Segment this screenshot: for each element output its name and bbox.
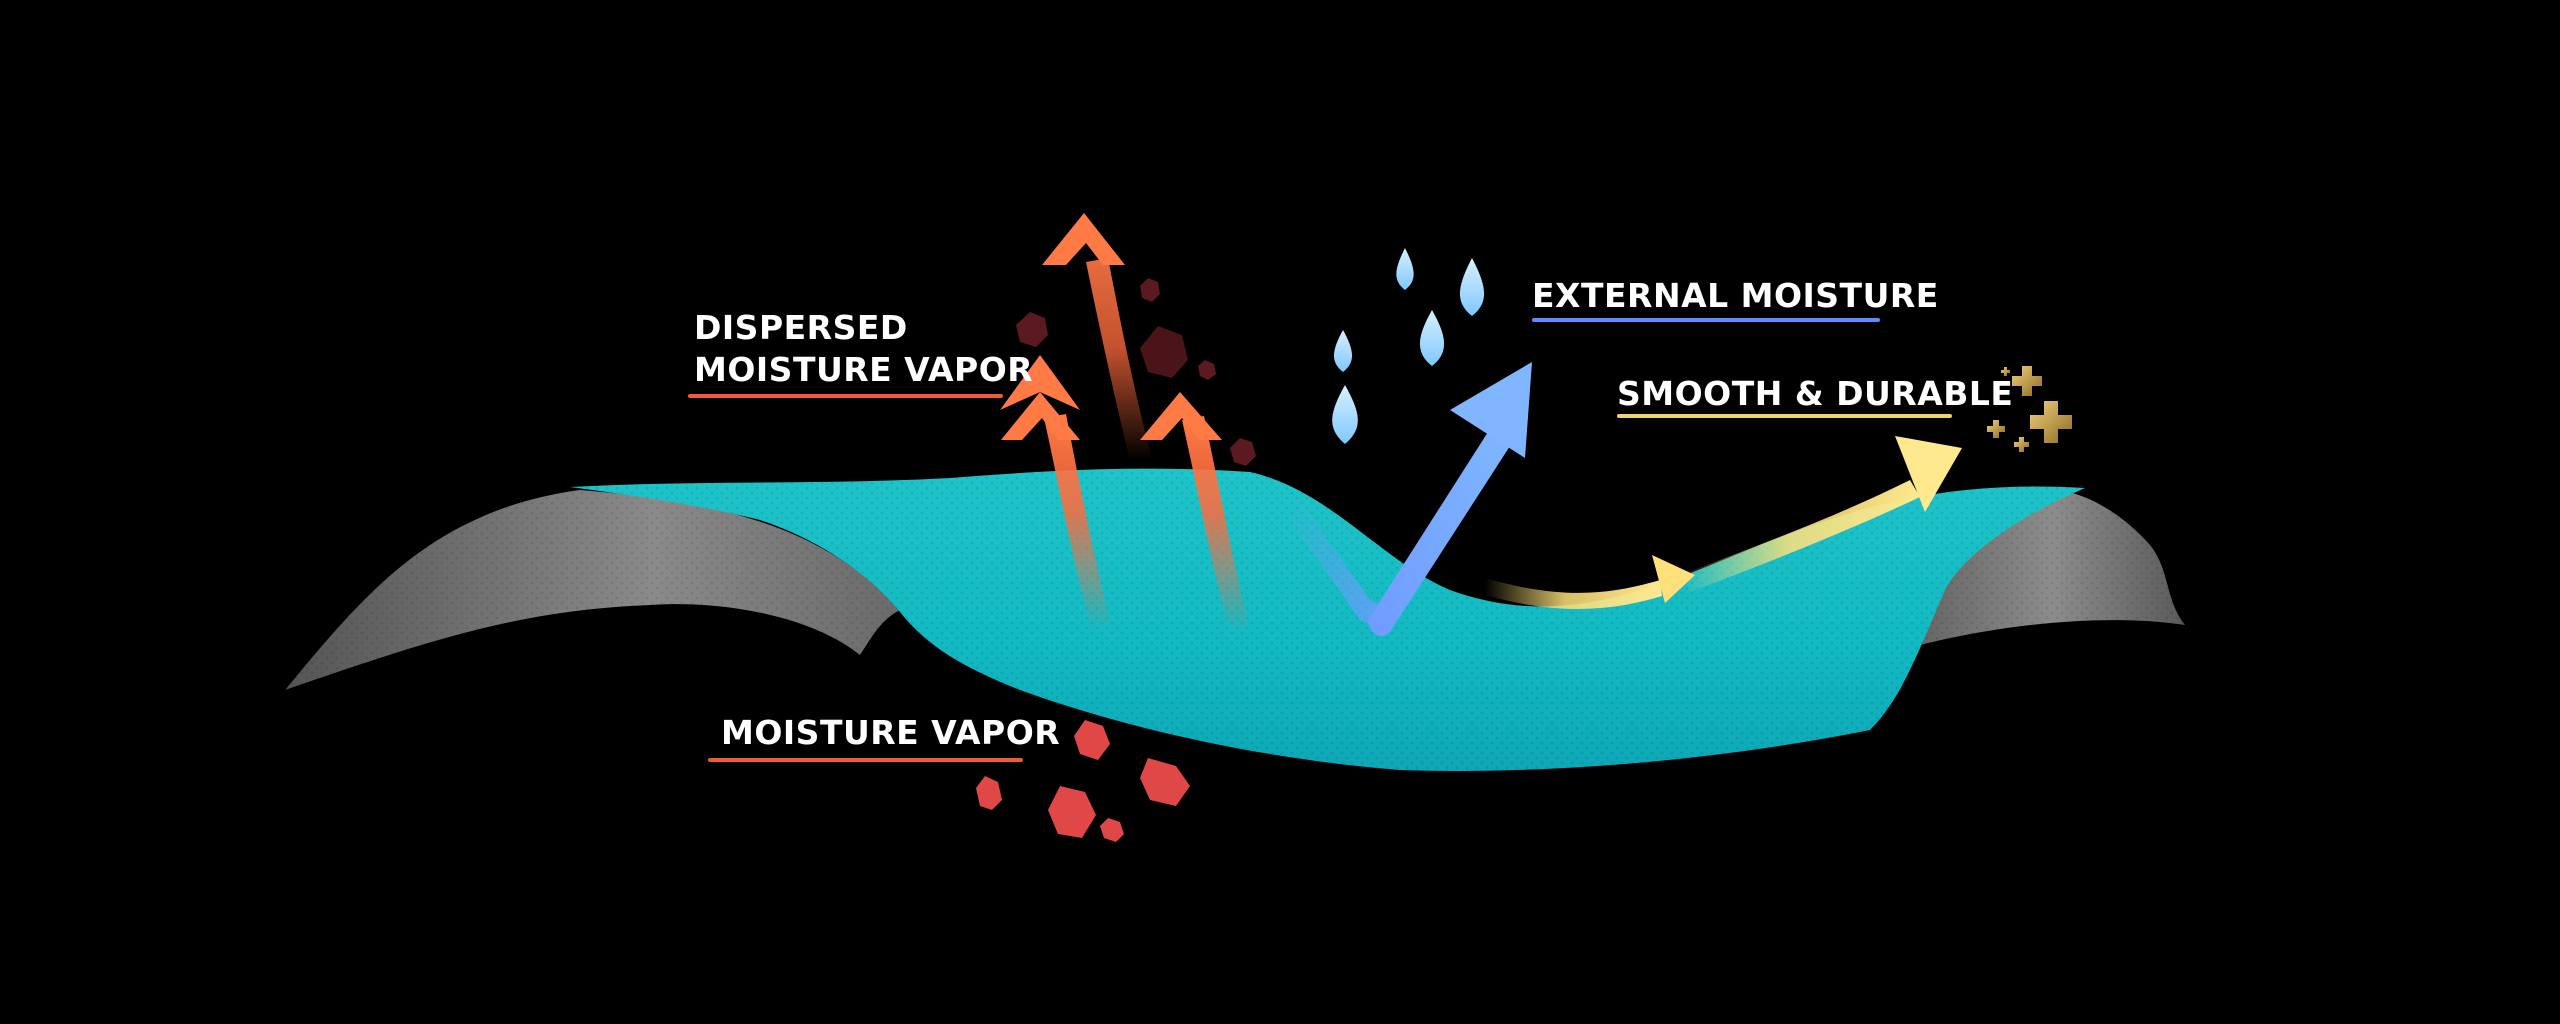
- label-moisture-vapor: MOISTURE VAPOR: [721, 713, 1061, 752]
- label-line-1: DISPERSED: [694, 308, 908, 347]
- underline-external-moisture: [1532, 318, 1880, 322]
- water-drop-icon: [1332, 385, 1358, 444]
- plus-sparkle-icon: [1987, 366, 2072, 452]
- arrow-up-right-icon: [1680, 436, 1962, 592]
- arrow-up-right-icon: [1368, 362, 1532, 636]
- label-smooth-durable: SMOOTH & DURABLE: [1617, 374, 2014, 413]
- underline-smooth-durable: [1617, 414, 1952, 418]
- water-drop-icon: [1459, 258, 1485, 316]
- water-drop-icon: [1419, 310, 1445, 366]
- moisture-vapor-particles: [976, 720, 1190, 842]
- arrow-up-icon: [1042, 213, 1152, 460]
- smooth-arrow-small: [1485, 555, 1695, 610]
- water-drop-icon: [1396, 248, 1414, 290]
- arrow-head-left: [1001, 392, 1080, 440]
- arrow-up-icon: [1140, 392, 1250, 632]
- label-line-2: MOISTURE VAPOR: [694, 350, 1034, 389]
- water-incoming-streak: [1290, 500, 1392, 628]
- water-drop-icon: [1333, 330, 1353, 372]
- arrow-up-icon: [1000, 355, 1112, 630]
- underline-moisture-vapor: [708, 758, 1023, 762]
- label-external-moisture: EXTERNAL MOISTURE: [1532, 276, 1939, 315]
- water-drops: [1332, 248, 1485, 444]
- dispersed-vapor-particles: [1016, 278, 1256, 466]
- label-dispersed-moisture-vapor: DISPERSED MOISTURE VAPOR: [694, 307, 1033, 391]
- underline-dispersed-vapor: [688, 394, 1003, 398]
